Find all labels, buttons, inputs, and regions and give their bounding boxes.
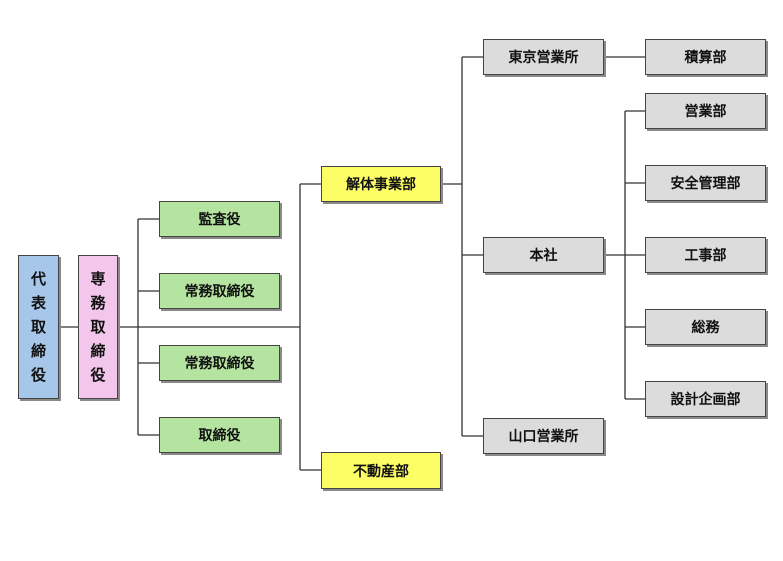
- vertical-char-2: 取: [30, 318, 46, 336]
- managing-director-1-box: 常務取締役: [159, 273, 280, 309]
- vertical-char-2: 取: [90, 318, 106, 336]
- vertical-char-3: 締: [30, 342, 46, 360]
- managing-director-box: 専務取締役: [78, 255, 118, 399]
- yamaguchi-office-box: 山口営業所: [483, 418, 604, 454]
- estimation-dept-box: 積算部: [645, 39, 766, 75]
- director-box: 取締役: [159, 417, 280, 453]
- vertical-char-4: 役: [30, 366, 46, 384]
- general-affairs-dept-box: 総務: [645, 309, 766, 345]
- auditor-box: 監査役: [159, 201, 280, 237]
- sales-dept-box: 営業部: [645, 93, 766, 129]
- real-estate-division-box: 不動産部: [321, 452, 441, 489]
- president-box: 代表取締役: [18, 255, 59, 399]
- vertical-char-4: 役: [90, 366, 106, 384]
- vertical-char-3: 締: [90, 342, 106, 360]
- vertical-char-0: 専: [90, 270, 106, 288]
- safety-dept-box: 安全管理部: [645, 165, 766, 201]
- vertical-char-1: 表: [30, 294, 46, 312]
- design-planning-dept-box: 設計企画部: [645, 381, 766, 417]
- managing-director-2-box: 常務取締役: [159, 345, 280, 381]
- tokyo-office-box: 東京営業所: [483, 39, 604, 75]
- vertical-char-0: 代: [30, 270, 46, 288]
- vertical-char-1: 務: [90, 294, 106, 312]
- construction-dept-box: 工事部: [645, 237, 766, 273]
- head-office-box: 本社: [483, 237, 604, 273]
- demolition-division-box: 解体事業部: [321, 166, 441, 202]
